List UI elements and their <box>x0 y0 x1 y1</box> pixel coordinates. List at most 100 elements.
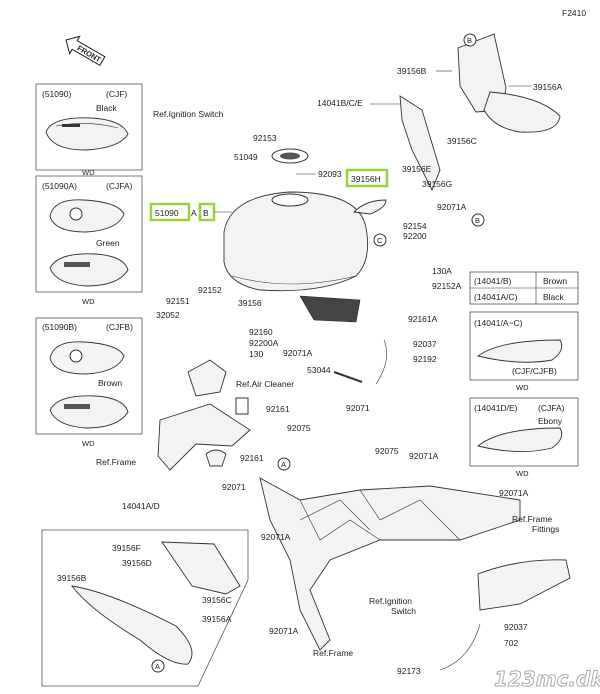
color-table-color-2: Black <box>543 292 565 302</box>
label-39156h: 39156H <box>351 174 381 184</box>
label-92173: 92173 <box>397 666 421 676</box>
label-92071a-2: 92071A <box>283 348 313 358</box>
variant-2-model: (CJFA) <box>106 181 133 191</box>
variant-3-code: (51090B) <box>42 322 77 332</box>
rear-fender <box>477 559 571 611</box>
variant-box-3: (51090B) (CJFB) Brown WD <box>35 317 143 448</box>
variant-right-2-model: (CJFA) <box>538 403 565 413</box>
label-92071a-5: 92071A <box>261 532 291 542</box>
label-39156a: 39156A <box>533 82 563 92</box>
label-39156a-2: 39156A <box>202 614 232 624</box>
label-14041ad: 14041A/D <box>122 501 160 511</box>
watermark: 123mc.dk <box>494 667 600 691</box>
label-92161a: 92161A <box>408 314 438 324</box>
variant-right-2: (14041D/E) (CJFA) Ebony WD <box>469 397 579 478</box>
label-ref-ignition-2b: Switch <box>391 606 416 616</box>
label-39156d: 39156D <box>122 558 152 568</box>
color-table-color-1: Brown <box>543 276 567 286</box>
label-92200: 92200 <box>403 231 427 241</box>
label-ref-frame-2: Ref.Frame <box>313 648 353 658</box>
variant-box-2: (51090A) (CJFA) Green WD <box>35 175 143 306</box>
label-ref-ignition: Ref.Ignition Switch <box>153 109 224 119</box>
label-39156b: 39156B <box>397 66 427 76</box>
variant-1-code: (51090) <box>42 89 71 99</box>
label-92071a-1: 92071A <box>437 202 467 212</box>
variant-right-1: (14041/A~C) (CJF/CJFB) WD <box>469 311 579 392</box>
highlight-39156h <box>345 168 389 188</box>
label-92161-1: 92161 <box>266 404 290 414</box>
variant-2-wd: WD <box>82 297 95 306</box>
variant-3-wd: WD <box>82 439 95 448</box>
label-39156g: 39156G <box>422 179 452 189</box>
ref-b-circle: B <box>475 216 480 225</box>
label-92075-1: 92075 <box>287 423 311 433</box>
label-92037-1: 92037 <box>413 339 437 349</box>
label-39156c-2: 39156C <box>202 595 232 605</box>
label-39156: 39156 <box>238 298 262 308</box>
label-ref-frame-1: Ref.Frame <box>96 457 136 467</box>
variant-3-model: (CJFB) <box>106 322 133 332</box>
fuel-cap <box>271 148 309 164</box>
label-39156b-2: 39156B <box>57 573 87 583</box>
label-92075-2: 92075 <box>375 446 399 456</box>
label-92161-2: 92161 <box>240 453 264 463</box>
label-53044: 53044 <box>307 365 331 375</box>
side-cover-upper-group: 14041B/C/E B 39156B 39156A 39156C 39156E… <box>317 33 563 192</box>
variant-right-2-wd: WD <box>516 469 529 478</box>
variant-3-color: Brown <box>98 378 122 388</box>
ref-c-circle: C <box>377 236 383 245</box>
label-51049: 51049 <box>234 152 258 162</box>
label-ref-ignition-2a: Ref.Ignition <box>369 596 412 606</box>
label-ref-frame-fittings-2: Fittings <box>532 524 559 534</box>
label-51090: 51090 <box>155 208 179 218</box>
label-ref-air-cleaner: Ref.Air Cleaner <box>236 379 294 389</box>
label-92200a: 92200A <box>249 338 279 348</box>
label-92071a-4: 92071A <box>499 488 529 498</box>
variant-1-model: (CJF) <box>106 89 127 99</box>
label-130: 130 <box>249 349 263 359</box>
label-92192: 92192 <box>413 354 437 364</box>
variant-1-wd: WD <box>82 168 95 177</box>
highlight-51090 <box>149 202 191 222</box>
side-cover-lower-group: 14041A/D 39156F 39156D 39156B 39156C 391… <box>41 501 249 687</box>
ref-b-circle-top: B <box>467 36 472 45</box>
fuel-tank <box>223 191 369 323</box>
color-table-part-1: (14041/B) <box>474 276 511 286</box>
color-table-part-2: (14041A/C) <box>474 292 518 302</box>
variant-right-1-model: (CJF/CJFB) <box>512 366 557 376</box>
variant-right-1-wd: WD <box>516 383 529 392</box>
color-table: (14041/B) Brown (14041A/C) Black <box>469 271 579 305</box>
label-92160: 92160 <box>249 327 273 337</box>
label-39156c: 39156C <box>447 136 477 146</box>
front-arrow-icon: FRONT <box>65 35 106 67</box>
label-39156e: 39156E <box>402 164 432 174</box>
label-92152a: 92152A <box>432 281 462 291</box>
label-702: 702 <box>504 638 518 648</box>
label-92071-2: 92071 <box>222 482 246 492</box>
label-92071a-6: 92071A <box>269 626 299 636</box>
label-130a: 130A <box>432 266 452 276</box>
label-92093: 92093 <box>318 169 342 179</box>
variant-right-2-code: (14041D/E) <box>474 403 518 413</box>
label-92154: 92154 <box>403 221 427 231</box>
label-14041bce: 14041B/C/E <box>317 98 363 108</box>
variant-2-color: Green <box>96 238 120 248</box>
variant-box-1: (51090) (CJF) Black WD <box>35 83 143 177</box>
label-92071-1: 92071 <box>346 403 370 413</box>
label-92153: 92153 <box>253 133 277 143</box>
variant-1-color: Black <box>96 103 118 113</box>
label-ref-frame-fittings-1: Ref.Frame <box>512 514 552 524</box>
label-92071a-3: 92071A <box>409 451 439 461</box>
variant-2-code: (51090A) <box>42 181 77 191</box>
label-92152: 92152 <box>198 285 222 295</box>
label-92151: 92151 <box>166 296 190 306</box>
frame <box>157 403 521 651</box>
label-51090-ref-a: A <box>191 208 197 218</box>
ref-a-circle-2: A <box>155 662 160 671</box>
variant-right-1-code: (14041/A~C) <box>474 318 523 328</box>
label-39156f: 39156F <box>112 543 141 553</box>
ref-a-circle-1: A <box>281 460 286 469</box>
label-51090-ref-b: B <box>203 208 209 218</box>
label-92037-2: 92037 <box>504 622 528 632</box>
